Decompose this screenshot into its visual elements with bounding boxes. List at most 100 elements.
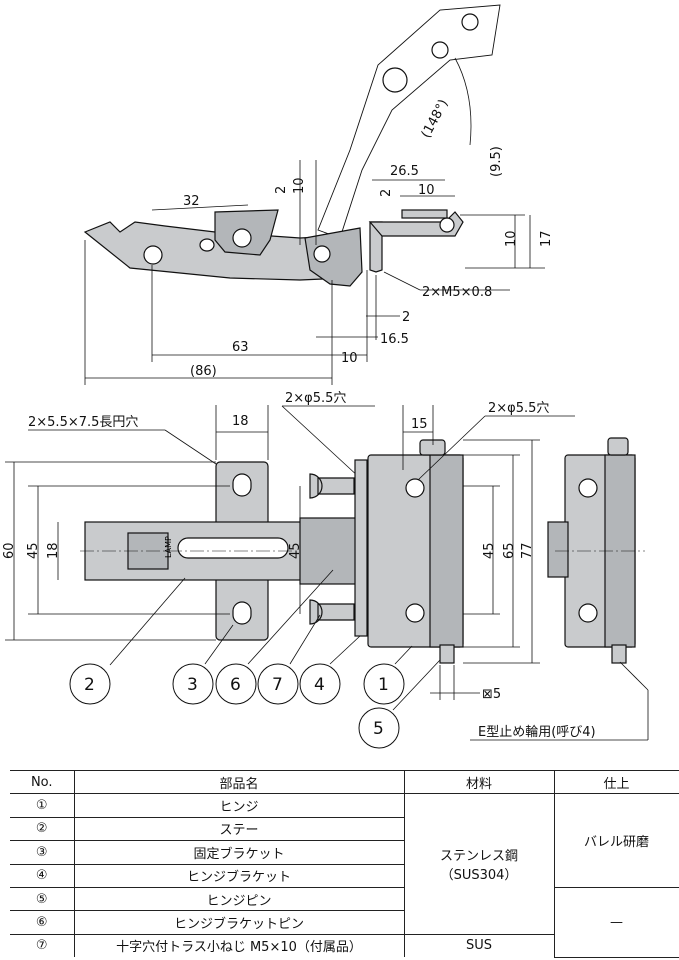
row-name: 十字穴付トラス小ねじ M5×10（付属品）	[73, 933, 405, 958]
e-ring-note: E型止め輪用(呼び4)	[478, 724, 596, 740]
dim-45c: 45	[482, 542, 497, 559]
hinge-hole-top	[405, 478, 425, 498]
stay-pin-hole	[143, 245, 163, 265]
row-name: ヒンジブラケット	[73, 863, 405, 888]
header-finish: 仕上	[553, 769, 679, 795]
material-line-1: ステンレス鋼	[439, 849, 518, 865]
dim-18a: 18	[232, 414, 249, 429]
dim-63: 63	[232, 340, 249, 355]
hinge-bracket-front	[299, 517, 357, 585]
slot-note: 2×5.5×7.5長円穴	[28, 415, 138, 430]
header-no: No.	[10, 769, 75, 795]
row-no: ⑥	[10, 910, 75, 935]
hinge-knuckle	[439, 217, 455, 233]
stay-long-slot	[177, 537, 289, 559]
callout-3: 3	[172, 624, 234, 705]
table-row: ① ヒンジ ステンレス鋼 （SUS304） バレル研磨	[10, 793, 679, 935]
table-row: ③ 固定ブラケット	[10, 840, 679, 865]
brand-mark: LAMP	[164, 536, 173, 558]
right-stay-end	[547, 521, 569, 578]
dim-2b: 2	[379, 189, 394, 197]
front-view: 2×5.5×7.5長円穴 18 2×φ5.5穴 LAMP	[2, 391, 649, 749]
hole-note-a: 2×φ5.5穴	[285, 391, 346, 406]
dim-77: 77	[520, 542, 535, 559]
bracket-pin-hole	[232, 228, 252, 248]
table-row: ⑦ 十字穴付トラス小ねじ M5×10（付属品） SUS	[10, 933, 679, 958]
dim-2c: 2	[402, 310, 410, 325]
screw-top	[309, 473, 355, 499]
header-name: 部品名	[73, 769, 405, 795]
dim-9-5: (9.5)	[489, 146, 504, 177]
dim-65: 65	[502, 542, 517, 559]
material-cell: ステンレス鋼 （SUS304）	[403, 793, 555, 935]
dim-5: ⊠5	[482, 687, 501, 702]
technical-drawing: (148°) 32 2 10 26.5 (9.5) 2 10 10 17	[2, 4, 649, 749]
right-top-cap	[607, 437, 629, 456]
ghost-pivot-2	[431, 41, 449, 59]
row-no: ①	[10, 793, 75, 818]
dim-32: 32	[183, 194, 200, 209]
svg-text:3: 3	[187, 675, 198, 695]
angle-arc	[454, 57, 472, 146]
dim-45a: 45	[26, 542, 41, 559]
hinge-bracket-pin	[313, 245, 331, 263]
callout-2: 2	[69, 577, 186, 705]
dim-17: 17	[539, 230, 554, 247]
hinge-hole-bottom	[405, 603, 425, 623]
right-pin	[611, 644, 627, 664]
material-last: SUS	[403, 933, 555, 958]
callout-7: 7	[257, 614, 321, 705]
dim-26-5: 26.5	[390, 164, 419, 179]
screw-bottom	[309, 599, 355, 625]
row-name: ヒンジ	[73, 793, 405, 818]
svg-text:2: 2	[84, 675, 95, 695]
stay-slot	[199, 238, 215, 252]
side-view: (148°) 32 2 10 26.5 (9.5) 2 10 10 17	[83, 4, 554, 385]
hinge-bracket-side	[304, 227, 363, 287]
row-name: ステー	[73, 816, 405, 842]
svg-text:7: 7	[272, 675, 283, 695]
right-hole-bottom	[578, 603, 598, 623]
angle-label: (148°)	[419, 97, 452, 141]
row-name: ヒンジブラケットピン	[73, 910, 405, 935]
row-name: 固定ブラケット	[73, 840, 405, 865]
dim-10b: 10	[418, 183, 435, 198]
callout-6: 6	[215, 569, 334, 705]
hinge-top-cap	[419, 439, 446, 456]
row-no: ④	[10, 863, 75, 888]
row-no: ③	[10, 840, 75, 865]
finish-cell: バレル研磨	[553, 793, 679, 888]
dim-2a: 2	[274, 186, 289, 194]
ghost-pivot	[382, 67, 408, 93]
svg-text:4: 4	[314, 675, 325, 695]
dim-15: 15	[411, 417, 428, 432]
row-no: ⑦	[10, 933, 75, 958]
dim-10a: 10	[292, 177, 307, 194]
table-row: ⑥ ヒンジブラケットピン	[10, 910, 679, 935]
dim-16-5: 16.5	[380, 332, 409, 347]
hinge-leaf-edge	[354, 459, 368, 637]
dim-86: (86)	[190, 364, 217, 379]
right-hole-top	[578, 478, 598, 498]
material-line-2: （SUS304）	[440, 868, 518, 884]
hinge-pin-bottom	[439, 644, 455, 664]
dim-18b: 18	[46, 542, 61, 559]
callout-4: 4	[299, 635, 361, 705]
row-name: ヒンジピン	[73, 886, 405, 912]
table-row: ⑤ ヒンジピン —	[10, 886, 679, 958]
hinge-leaf-upper	[401, 209, 448, 219]
dim-45b: 45	[288, 542, 303, 559]
table-header-row: No. 部品名 材料 仕上	[10, 769, 679, 795]
svg-text:5: 5	[373, 719, 384, 739]
callout-1: 1	[363, 645, 413, 705]
bracket-slot-bottom	[232, 601, 252, 625]
table-row: ④ ヒンジブラケット	[10, 863, 679, 888]
thread-note: 2×M5×0.8	[422, 285, 492, 300]
dim-60: 60	[2, 542, 17, 559]
hinge-knuckle-front	[429, 454, 464, 648]
bracket-slot-top	[232, 473, 252, 497]
ghost-pivot-3	[461, 13, 479, 31]
hole-note-b: 2×φ5.5穴	[488, 401, 549, 416]
parts-table: No. 部品名 材料 仕上 ① ヒンジ ステンレス鋼 （SUS304） バレル研…	[10, 769, 679, 958]
finish-cell-rest: —	[553, 886, 679, 958]
